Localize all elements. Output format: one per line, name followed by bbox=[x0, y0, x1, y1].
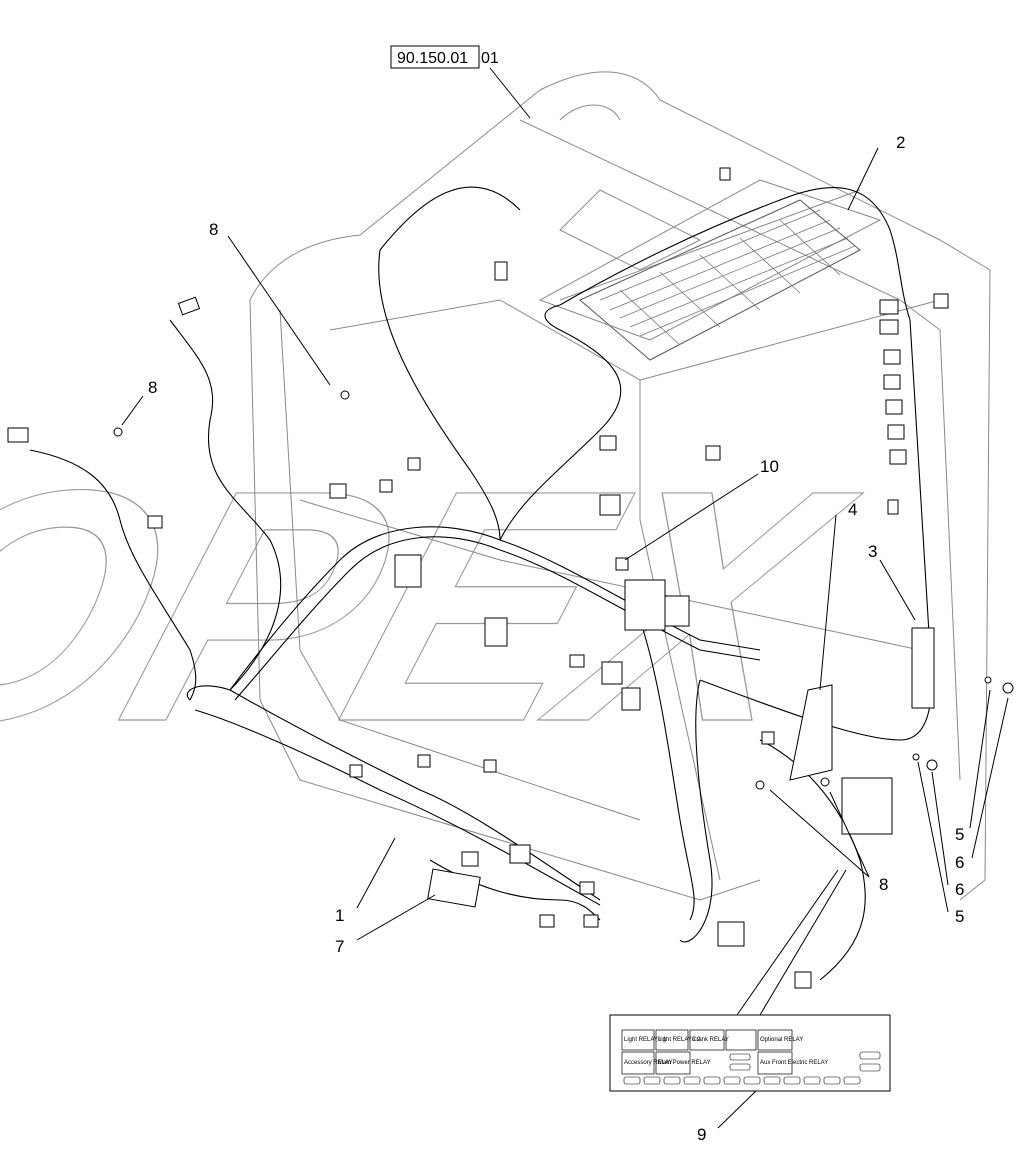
connector-block bbox=[349, 764, 363, 778]
bolt-8 bbox=[340, 390, 350, 400]
connector-block bbox=[885, 399, 903, 415]
callout-8c: 8 bbox=[879, 875, 888, 894]
connector-block bbox=[761, 731, 775, 745]
connector-block bbox=[494, 261, 508, 281]
connector-block bbox=[719, 167, 731, 181]
fuse-panel bbox=[624, 579, 666, 631]
leader-lines bbox=[121, 67, 1009, 1129]
connector-block bbox=[583, 914, 599, 928]
nut-6 bbox=[1002, 682, 1014, 694]
bolt-8 bbox=[755, 780, 765, 790]
decal-aux-front-electric-relay: Aux Front Electric RELAY bbox=[760, 1060, 828, 1066]
connector-block bbox=[601, 661, 623, 685]
connector-block bbox=[147, 515, 163, 529]
reference-code: 90.150.01 bbox=[397, 50, 468, 67]
callout-7: 7 bbox=[335, 937, 344, 956]
washer-5 bbox=[984, 676, 992, 684]
callout-3: 3 bbox=[868, 542, 877, 561]
spare-fuse-holder-7 bbox=[427, 868, 481, 908]
connector-block bbox=[599, 494, 621, 516]
connector-block bbox=[509, 844, 531, 864]
connector-block bbox=[705, 445, 721, 461]
callout-5a: 5 bbox=[955, 825, 964, 844]
callout-6b: 6 bbox=[955, 880, 964, 899]
connector-block bbox=[599, 435, 617, 451]
connectors bbox=[7, 167, 949, 989]
bolt-8 bbox=[113, 427, 123, 437]
reference-box: 90.150.01 01 bbox=[390, 45, 499, 69]
callout-4: 4 bbox=[848, 500, 857, 519]
reference-suffix: 01 bbox=[481, 50, 499, 67]
callout-5b: 5 bbox=[955, 907, 964, 926]
decal-optional-relay: Optional RELAY bbox=[760, 1037, 803, 1043]
fasteners bbox=[113, 390, 1014, 790]
bracket-4 bbox=[789, 684, 833, 781]
connector-block bbox=[879, 299, 899, 315]
connector-block bbox=[483, 759, 497, 773]
callout-2: 2 bbox=[896, 133, 905, 152]
bolt-8 bbox=[820, 777, 830, 787]
callouts: 1 2 3 4 5 6 6 5 7 8 8 8 9 10 bbox=[148, 133, 964, 1144]
decal-light-relay-1: Light RELAY# 1 bbox=[624, 1037, 667, 1043]
connector-block bbox=[887, 424, 905, 440]
connector-block bbox=[177, 296, 201, 316]
bracket-3 bbox=[911, 627, 935, 709]
watermark-text: OPEX bbox=[0, 421, 887, 790]
connector-block bbox=[7, 427, 29, 443]
connector-block bbox=[569, 654, 585, 668]
connector-block bbox=[379, 479, 393, 493]
connector-block bbox=[879, 319, 899, 335]
connector-block bbox=[717, 921, 745, 947]
callout-6a: 6 bbox=[955, 853, 964, 872]
fuse-box bbox=[841, 777, 893, 835]
decal-accessory-relay: Accessory RELAY bbox=[624, 1060, 673, 1066]
connector-block bbox=[407, 457, 421, 471]
connector-block bbox=[883, 374, 901, 390]
callout-8a: 8 bbox=[209, 220, 218, 239]
connector-block bbox=[461, 851, 479, 867]
connector-block bbox=[887, 499, 899, 515]
connector-block bbox=[615, 557, 629, 571]
watermark: OPEX bbox=[0, 420, 888, 791]
connector-block bbox=[664, 595, 690, 627]
connector-block bbox=[417, 754, 431, 768]
relay-block bbox=[394, 554, 422, 588]
connector-block bbox=[933, 293, 949, 309]
washer-5 bbox=[912, 753, 920, 761]
roof-grille bbox=[579, 199, 861, 361]
relay-decal: Light RELAY# 1 Light RELAY# 2 Crank RELA… bbox=[609, 1014, 891, 1092]
connector-block bbox=[539, 914, 555, 928]
connector-block bbox=[484, 617, 508, 647]
connector-block bbox=[889, 449, 907, 465]
connector-block bbox=[794, 971, 812, 989]
callout-10: 10 bbox=[760, 457, 779, 476]
nut-6 bbox=[926, 759, 938, 771]
connector-block bbox=[329, 483, 347, 499]
callout-8b: 8 bbox=[148, 378, 157, 397]
callout-9: 9 bbox=[697, 1125, 706, 1144]
connector-block bbox=[621, 687, 641, 711]
decal-light-relay-2: Light RELAY# 2 bbox=[658, 1037, 701, 1043]
callout-1: 1 bbox=[335, 906, 344, 925]
decal-main-power-relay: Main Power RELAY bbox=[658, 1060, 711, 1066]
connector-block bbox=[883, 349, 901, 365]
decal-crank-relay: Crank RELAY bbox=[692, 1037, 729, 1043]
connector-block bbox=[579, 881, 595, 895]
